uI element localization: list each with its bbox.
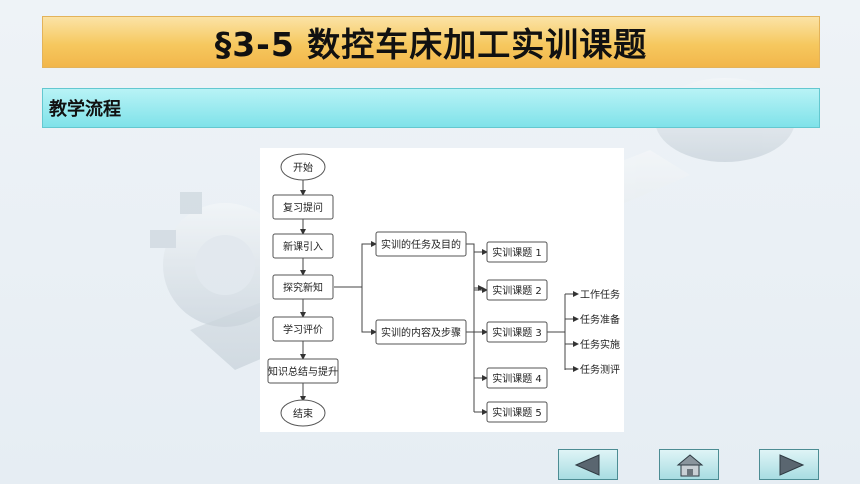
flowchart-svg: 开始 复习提问 新课引入 探究新知 学习评价 知识总结与提升 结束 实训的任务及… [267,153,620,427]
node-topic-4 [486,367,548,389]
home-icon [676,454,704,477]
page-title: §3-5 数控车床加工实训课题 [214,25,648,64]
label-review: 复习提问 [283,201,323,214]
label-topic-4: 实训课题 4 [492,372,542,385]
node-topic-3 [486,321,548,343]
right-arrow-icon [779,454,805,476]
label-topic-2: 实训课题 2 [492,284,542,297]
label-goals: 实训的任务及目的 [381,238,461,251]
section-heading: 教学流程 [49,99,121,120]
gear-shape [150,192,287,327]
node-intro [272,233,334,259]
edge-explore-content [361,287,377,335]
node-goals [375,231,467,257]
edge-content-bracket [466,288,475,333]
label-intro: 新课引入 [283,240,323,253]
label-topic-5: 实训课题 5 [492,406,542,419]
next-button[interactable] [759,449,819,480]
node-evaluate [272,316,334,342]
label-topic-3: 实训课题 3 [492,326,542,339]
node-content [375,319,467,345]
label-explore: 探究新知 [283,281,323,294]
label-topic-1: 实训课题 1 [492,246,542,259]
title-bar: §3-5 数控车床加工实训课题 [42,16,820,68]
left-arrow-icon [574,454,600,476]
node-review [272,194,334,220]
node-start [280,153,326,181]
teaching-flow-diagram: 开始 复习提问 新课引入 探究新知 学习评价 知识总结与提升 结束 实训的任务及… [260,148,624,432]
node-topic-5 [486,401,548,423]
node-explore [272,274,334,300]
label-summary: 知识总结与提升 [268,365,338,378]
label-task-2: 任务准备 [580,313,620,326]
label-start: 开始 [293,161,313,174]
label-task-4: 任务测评 [580,363,620,376]
label-evaluate: 学习评价 [283,323,323,336]
label-content: 实训的内容及步骤 [381,326,461,339]
label-task-1: 工作任务 [580,288,620,301]
prev-button[interactable] [558,449,618,480]
section-bar: 教学流程 [42,88,820,128]
node-summary [267,358,339,384]
home-button[interactable] [659,449,719,480]
label-task-3: 任务实施 [580,338,620,351]
edge-explore-goals [334,241,377,288]
label-end: 结束 [293,407,313,420]
node-end [280,399,326,427]
node-topic-2 [486,279,548,301]
node-topic-1 [486,241,548,263]
